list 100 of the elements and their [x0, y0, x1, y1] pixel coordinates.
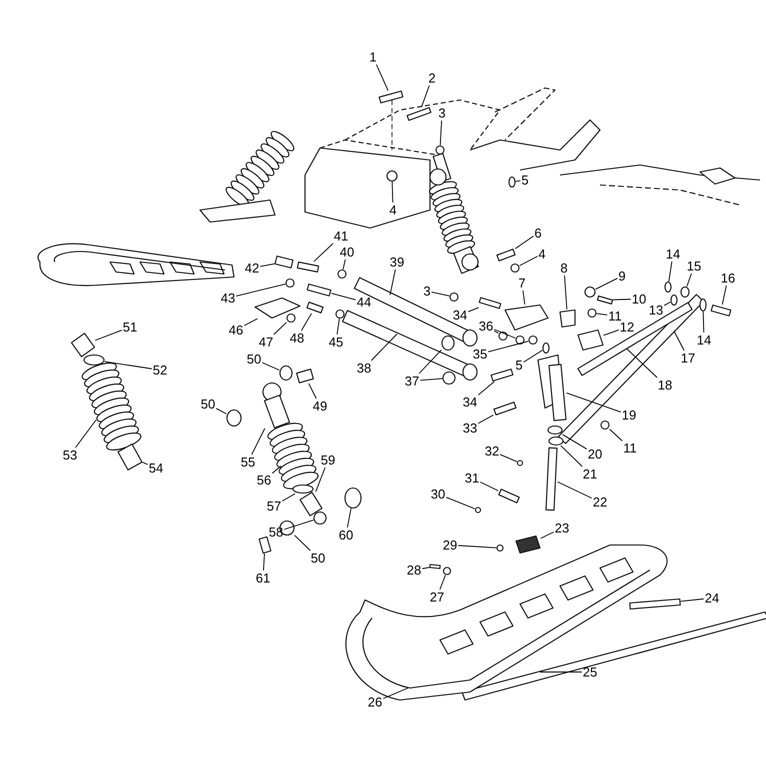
leader-line — [300, 312, 312, 331]
leader-line — [609, 428, 623, 442]
bushing — [386, 170, 398, 182]
bushing — [226, 409, 242, 427]
callout-number: 3 — [437, 106, 447, 120]
callout-number: 4 — [537, 246, 547, 262]
callout-number: 10 — [630, 292, 648, 306]
leader-line — [595, 278, 618, 290]
leader-line — [370, 334, 398, 361]
leader-line — [596, 313, 608, 316]
leader-line — [494, 328, 516, 339]
leader-line — [540, 532, 554, 539]
callout-number: 16 — [720, 270, 736, 286]
leader-line — [522, 290, 526, 305]
callout-number: 24 — [704, 590, 720, 606]
leader-line — [603, 329, 620, 336]
bolt — [306, 284, 332, 296]
leader-line — [251, 428, 266, 455]
leader-line — [680, 598, 704, 602]
ski-saddle — [515, 535, 541, 554]
callout-number: 13 — [648, 302, 664, 318]
leader-line — [478, 381, 495, 396]
callout-number: 37 — [404, 374, 420, 388]
callout-number: 51 — [122, 320, 138, 334]
callout-number: 21 — [582, 466, 598, 482]
nut — [337, 269, 347, 279]
leader-line — [392, 181, 394, 203]
callout-number: 1 — [368, 50, 378, 64]
leader-line — [294, 534, 311, 551]
callout-number: 40 — [338, 244, 356, 260]
callout-number: 57 — [266, 498, 282, 514]
bushing — [279, 365, 293, 381]
leader-line — [236, 284, 286, 296]
leader-line — [468, 307, 480, 312]
leader-line — [566, 392, 622, 413]
nut — [528, 335, 538, 345]
leader-line — [342, 259, 346, 270]
callout-number: 52 — [152, 362, 168, 378]
leader-line — [346, 508, 352, 528]
washer — [699, 298, 707, 312]
leader-line — [272, 466, 282, 474]
bolt — [378, 90, 404, 104]
callout-number: 47 — [258, 334, 274, 350]
callout-number: 46 — [228, 322, 244, 338]
callout-number: 3 — [422, 284, 432, 298]
bolt — [258, 536, 272, 554]
leader-line — [612, 298, 632, 300]
callout-number: 58 — [268, 524, 284, 540]
callout-number: 2 — [427, 70, 437, 86]
bolt — [296, 262, 320, 272]
bolt — [478, 297, 502, 309]
callout-number: 43 — [220, 290, 236, 306]
leader-line — [263, 553, 265, 571]
leader-line — [390, 269, 396, 296]
callout-number: 30 — [430, 486, 446, 502]
callout-number: 19 — [620, 408, 638, 422]
callout-number: 4 — [388, 202, 398, 218]
callout-number: 45 — [328, 334, 344, 350]
leader-line — [420, 378, 443, 381]
callout-number: 27 — [428, 590, 446, 604]
nut — [510, 263, 520, 273]
callout-number: 34 — [462, 394, 478, 410]
mounting-plate — [254, 297, 301, 319]
leader-line — [315, 467, 326, 492]
callout-number: 18 — [656, 378, 674, 392]
block — [577, 329, 604, 351]
leader-line — [446, 496, 476, 510]
shock-eye — [70, 332, 96, 358]
bolt — [498, 488, 520, 504]
bushing — [680, 286, 690, 298]
leader-line — [284, 520, 314, 530]
leader-line — [382, 688, 408, 699]
callout-number: 42 — [244, 260, 260, 276]
callout-number: 22 — [592, 494, 608, 510]
callout-number: 26 — [366, 694, 384, 710]
callout-number: 34 — [452, 308, 468, 322]
callout-number: 17 — [680, 350, 696, 366]
callout-number: 48 — [288, 330, 306, 346]
spring-collar — [83, 354, 105, 366]
leader-line — [557, 481, 592, 499]
spindle — [545, 447, 558, 511]
leader-line — [421, 85, 430, 108]
bushing — [584, 286, 596, 298]
bolt — [710, 304, 732, 316]
leader-line — [313, 243, 334, 262]
nut — [587, 308, 597, 318]
leader-line — [686, 273, 692, 287]
callout-number: 11 — [622, 440, 638, 456]
callout-number: 5 — [520, 172, 530, 188]
leader-line — [94, 330, 122, 341]
bushing — [441, 335, 455, 351]
callout-number: 25 — [582, 664, 598, 680]
leader-line — [422, 567, 430, 570]
bracket — [504, 304, 549, 331]
coil-spring — [82, 362, 142, 450]
leader-line — [75, 420, 96, 448]
leader-line — [564, 275, 568, 310]
callout-number: 31 — [464, 470, 480, 486]
leader-line — [273, 322, 287, 335]
callout-number: 23 — [554, 520, 570, 536]
